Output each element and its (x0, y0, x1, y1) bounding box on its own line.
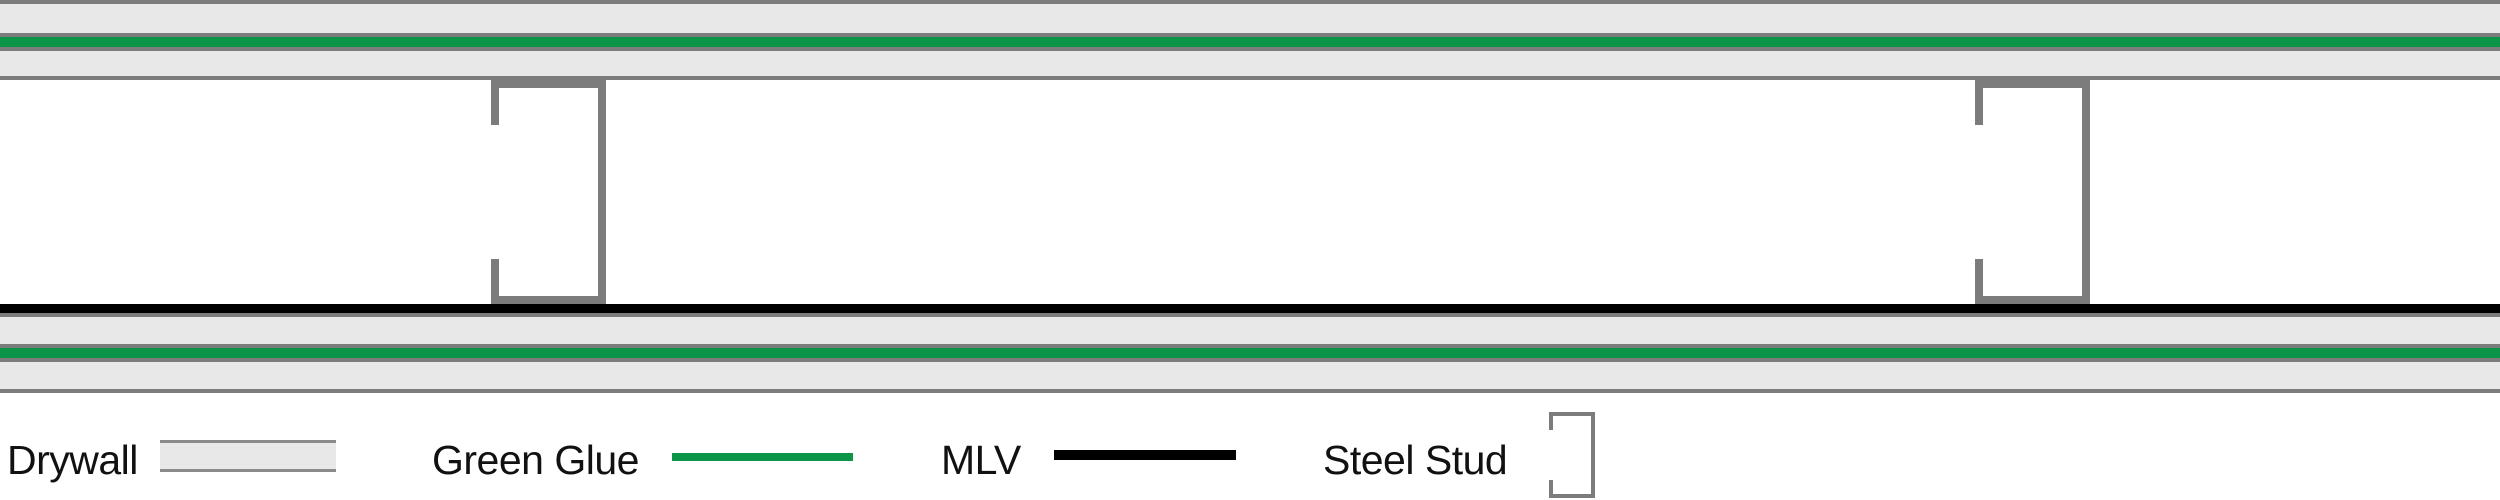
stud-icon-web (1591, 412, 1595, 498)
stud-icon-bottom-lip (1549, 480, 1553, 498)
top-green-glue-layer (0, 37, 2500, 47)
stud-web (2082, 80, 2090, 304)
steel-stud-icon (1549, 412, 1595, 498)
legend-label-drywall: Drywall (7, 437, 138, 483)
legend-label-mlv: MLV (941, 437, 1021, 483)
stud-bottom-lip (491, 259, 499, 304)
mlv-layer (0, 304, 2500, 313)
steel-stud-2 (1975, 80, 2090, 304)
stud-icon-top-lip (1549, 412, 1553, 430)
top-outer-drywall-layer (0, 0, 2500, 37)
stud-bottom-flange (491, 296, 606, 304)
stud-top-lip (1975, 80, 1983, 125)
top-inner-drywall-layer (0, 47, 2500, 80)
drywall-swatch (160, 440, 336, 472)
stud-top-flange (491, 80, 606, 88)
green-glue-swatch (672, 453, 853, 461)
stud-bottom-lip (1975, 259, 1983, 304)
stud-cavity (0, 80, 2500, 304)
bottom-inner-drywall-layer (0, 313, 2500, 348)
stud-bottom-flange (1975, 296, 2090, 304)
stud-top-flange (1975, 80, 2090, 88)
legend-label-steel-stud: Steel Stud (1323, 437, 1508, 483)
stud-web (598, 80, 606, 304)
mlv-swatch (1054, 450, 1236, 460)
legend-label-green-glue: Green Glue (432, 437, 639, 483)
stud-icon-bottom-flange (1549, 494, 1595, 498)
bottom-green-glue-layer (0, 348, 2500, 358)
bottom-outer-drywall-layer (0, 358, 2500, 393)
stud-top-lip (491, 80, 499, 125)
stud-icon-top-flange (1549, 412, 1595, 416)
steel-stud-1 (491, 80, 606, 304)
